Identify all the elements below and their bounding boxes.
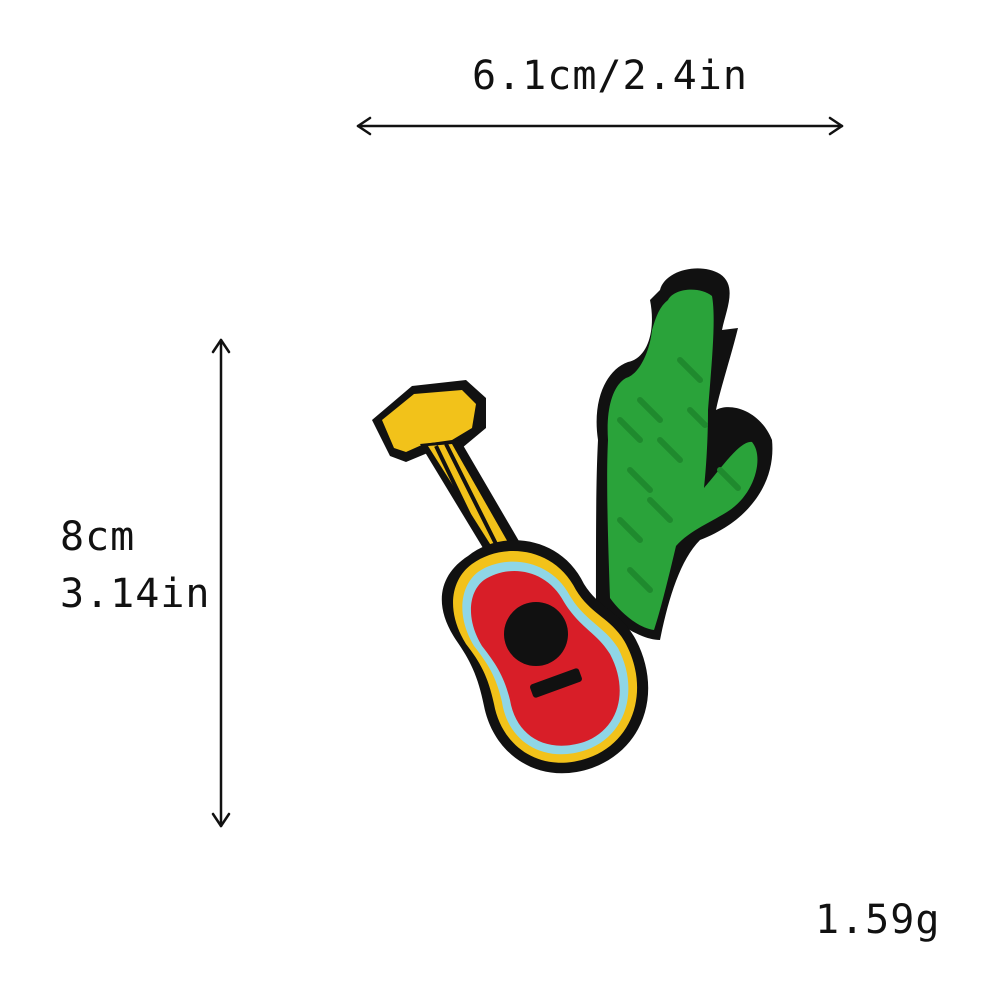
sound-hole-icon [504,602,568,666]
bridge-icon [530,668,582,698]
cactus-icon [596,268,773,640]
height-label-cm: 8cm [60,514,136,560]
weight-label: 1.59g [815,897,941,943]
width-label: 6.1cm/2.4in [472,53,748,99]
height-arrow-icon [211,338,231,828]
height-label-in: 3.14in [60,571,211,617]
guitar-icon [372,380,649,774]
width-arrow-icon [356,116,844,136]
